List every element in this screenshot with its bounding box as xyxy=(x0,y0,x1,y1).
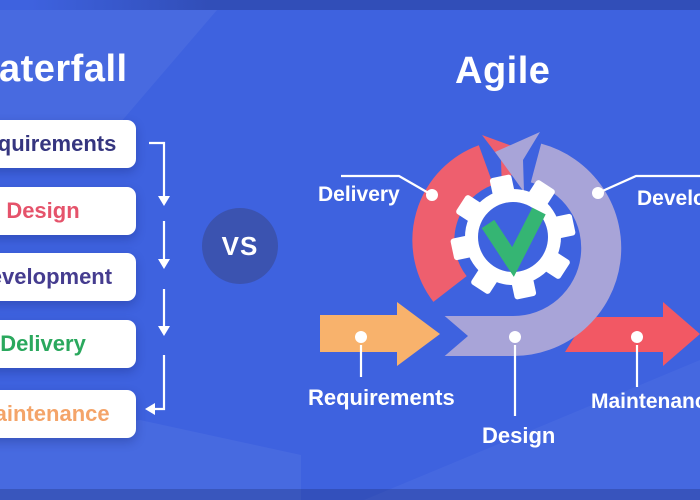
requirements-arrow-icon xyxy=(320,302,440,366)
agile-title: Agile xyxy=(455,50,551,92)
label-leader-lines xyxy=(341,174,700,416)
waterfall-step-maintenance: Maintenance xyxy=(0,390,136,438)
waterfall-step-label: Development xyxy=(0,264,113,289)
agile-cycle-graphic xyxy=(320,132,700,416)
agile-label-development: Development xyxy=(637,187,700,210)
waterfall-flow-arrows xyxy=(145,141,170,415)
waterfall-step-label: Design xyxy=(6,198,80,223)
checkmark-icon xyxy=(481,207,546,277)
arrowhead-down-icon xyxy=(145,196,170,415)
waterfall-step-requirements: Requirements xyxy=(0,120,136,168)
purple-cycle-arrow-icon xyxy=(440,132,622,360)
waterfall-step-label: Maintenance xyxy=(0,401,110,426)
waterfall-step-label: Requirements xyxy=(0,131,117,156)
agile-label-delivery: Delivery xyxy=(318,183,400,206)
label-anchor-dots xyxy=(355,187,643,343)
waterfall-step-delivery: Delivery xyxy=(0,320,136,368)
agile-label-design: Design xyxy=(482,423,556,448)
top-edge-strip xyxy=(0,0,700,10)
waterfall-step-label: Delivery xyxy=(0,331,86,356)
bottom-edge-strip xyxy=(0,489,700,500)
waterfall-step-design: Design xyxy=(0,187,136,235)
agile-label-requirements: Requirements xyxy=(308,385,455,410)
vs-badge: VS xyxy=(202,208,278,284)
waterfall-title: Waterfall xyxy=(0,48,128,90)
agile-label-maintenance: Maintenance xyxy=(591,390,700,413)
waterfall-step-development: Development xyxy=(0,253,136,301)
gear-icon xyxy=(450,174,576,300)
